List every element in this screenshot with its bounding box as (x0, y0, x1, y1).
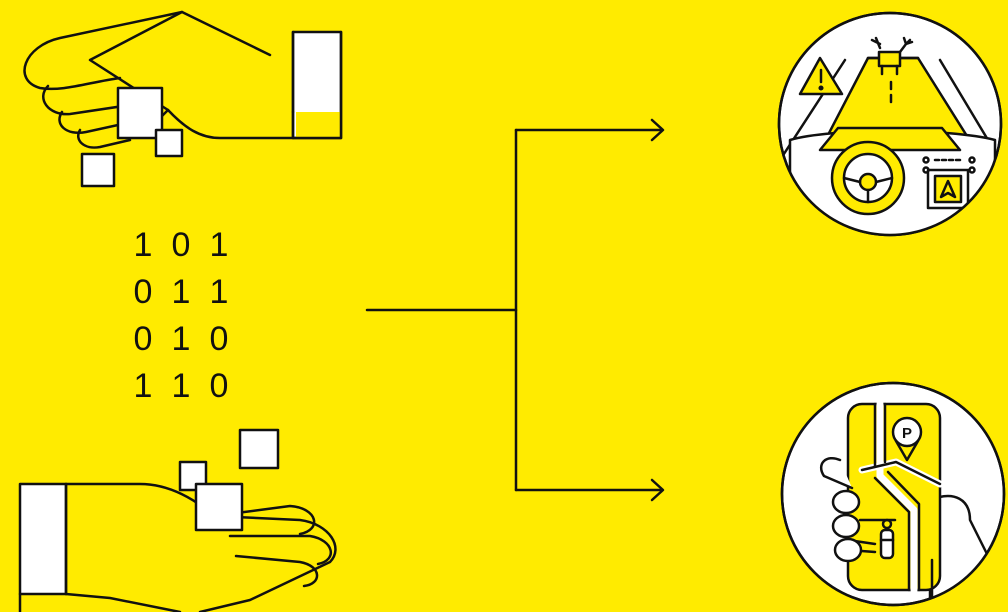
connector-lines (365, 128, 664, 492)
phone-parking-map-icon: P (780, 381, 1006, 607)
arrow-icon (650, 478, 665, 502)
binary-digit: 1 (171, 273, 191, 311)
binary-digit: 0 (133, 320, 153, 358)
binary-digit: 0 (171, 226, 191, 264)
binary-digit: 1 (209, 226, 229, 264)
binary-row: 0 1 0 (132, 316, 252, 363)
binary-digit: 1 (171, 320, 191, 358)
giving-hand-icon (23, 10, 343, 188)
receiving-hand-icon (18, 428, 337, 612)
binary-digit: 0 (209, 320, 229, 358)
binary-digit: 1 (133, 226, 153, 264)
binary-digit: 0 (133, 273, 153, 311)
binary-data: 1 0 1 0 1 1 0 1 0 1 1 0 (132, 222, 252, 410)
parking-label: P (902, 425, 912, 442)
binary-row: 1 1 0 (132, 363, 252, 410)
binary-digit: 1 (133, 367, 153, 405)
binary-digit: 1 (171, 367, 191, 405)
binary-row: 1 0 1 (132, 222, 252, 269)
binary-digit: 0 (209, 367, 229, 405)
arrow-icon (650, 118, 665, 142)
driver-warning-icon (777, 11, 1003, 237)
binary-row: 0 1 1 (132, 269, 252, 316)
binary-digit: 1 (209, 273, 229, 311)
